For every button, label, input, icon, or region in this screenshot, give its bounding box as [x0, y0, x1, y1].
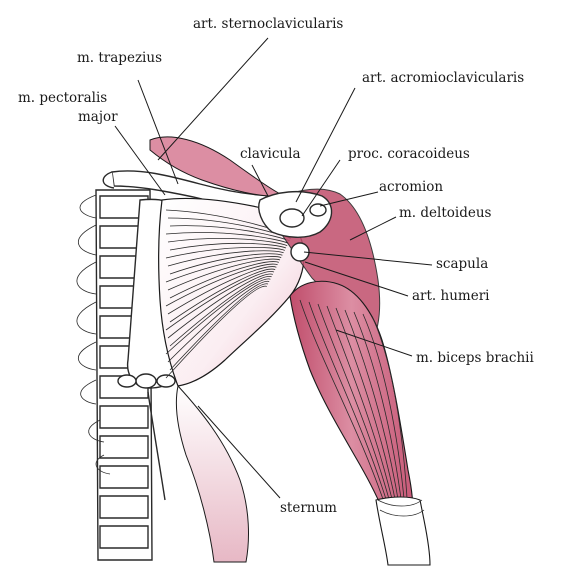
forearm: [376, 497, 430, 565]
upper-arm: [290, 281, 413, 524]
label-trapezius: m. trapezius: [77, 50, 162, 66]
label-scapula: scapula: [436, 256, 488, 272]
vertebra: [100, 466, 148, 488]
label-sternum: sternum: [280, 500, 337, 516]
vertebra: [100, 526, 148, 548]
lower-pink-wedge: [176, 386, 248, 562]
label-pectoralis-line2: major: [78, 109, 118, 125]
label-acromioclavicularis: art. acromioclavicularis: [362, 70, 524, 86]
vertebra: [100, 406, 148, 428]
label-coracoideus: proc. coracoideus: [348, 146, 470, 162]
label-acromion: acromion: [379, 179, 443, 195]
label-humeri: art. humeri: [412, 288, 490, 304]
label-biceps: m. biceps brachii: [416, 350, 534, 366]
label-sternoclavicularis: art. sternoclavicularis: [193, 16, 343, 32]
label-pectoralis-line1: m. pectoralis: [18, 90, 107, 106]
label-clavicula: clavicula: [240, 146, 301, 162]
label-deltoideus: m. deltoideus: [399, 205, 492, 221]
vertebra: [100, 496, 148, 518]
vertebra: [100, 436, 148, 458]
